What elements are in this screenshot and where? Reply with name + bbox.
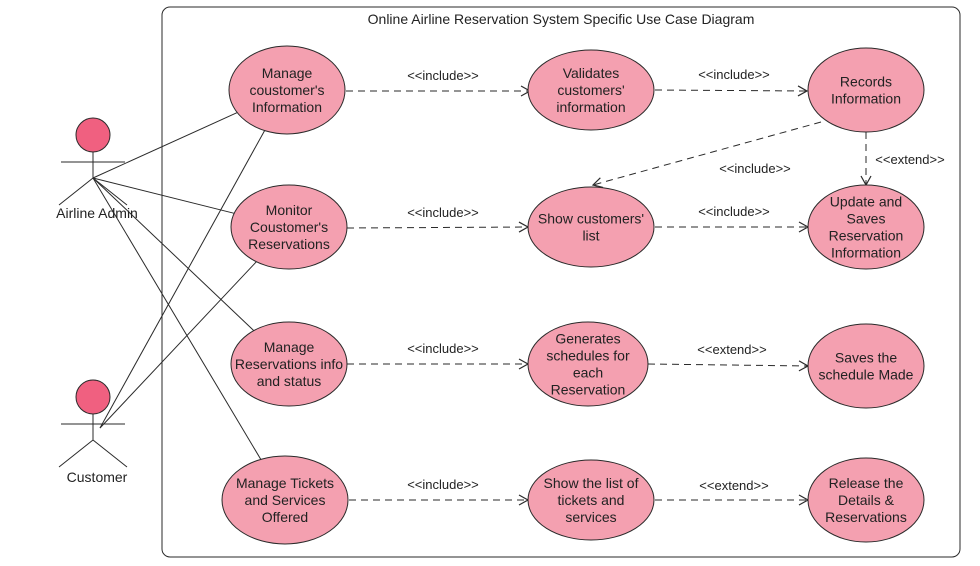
usecase-label-line: Validates — [563, 65, 620, 81]
usecase-label-line: coustomer's — [249, 82, 324, 98]
diagram-title: Online Airline Reservation System Specif… — [368, 11, 755, 27]
relation-arrow-uc_monitor-to-uc_show_list — [346, 221, 530, 233]
usecase-label-line: Saves the — [835, 350, 897, 366]
usecase-ellipse — [807, 323, 925, 409]
usecase-ellipse — [807, 184, 925, 270]
usecase-label-line: tickets and — [558, 492, 625, 508]
association-layer — [92, 112, 266, 460]
relation-arrow-uc_generates-to-uc_saves_sched — [647, 360, 810, 372]
usecase-ellipse — [527, 186, 655, 268]
usecase-label-line: Information — [831, 91, 901, 107]
usecase-ellipse — [228, 45, 346, 135]
usecase-label-line: Show customers' — [538, 211, 644, 227]
relation-label: <<include>> — [407, 205, 479, 220]
usecase-label-line: Offered — [262, 509, 308, 525]
relation-label: <<include>> — [407, 341, 479, 356]
actor-body-icon — [58, 152, 128, 206]
usecase-label-line: services — [565, 509, 616, 525]
usecase-label-line: Manage — [264, 339, 315, 355]
usecase-label-line: schedule Made — [819, 367, 914, 383]
actor-label: Customer — [67, 469, 128, 485]
usecase-label-line: and Services — [245, 492, 326, 508]
usecase-label-line: each — [573, 365, 603, 381]
usecase-label-line: Reservations — [248, 236, 330, 252]
relation-arrow-uc_validates-to-uc_records — [654, 85, 809, 97]
relation-label: <<include>> — [719, 161, 791, 176]
usecase-label-line: Reservations info — [235, 356, 343, 372]
association-line-admin-uc_manage_info — [92, 112, 238, 179]
usecase-label-line: Details & — [838, 492, 895, 508]
usecase-label-line: customers' — [557, 82, 624, 98]
relation-label: <<extend>> — [875, 152, 944, 167]
usecase-label-line: Reservation — [551, 382, 626, 398]
usecase-ellipse — [230, 321, 348, 407]
usecase-label-line: Manage — [262, 65, 313, 81]
usecase-label-line: Update and — [830, 194, 902, 210]
usecase-label-line: Reservation — [829, 228, 904, 244]
usecase-label-line: Information — [252, 99, 322, 115]
actor-label: Airline Admin — [56, 205, 138, 221]
usecase-label-line: Information — [831, 245, 901, 261]
relation-label: <<extend>> — [697, 342, 766, 357]
actor-body-icon — [58, 414, 128, 468]
usecase-label-line: list — [582, 228, 599, 244]
association-line-admin-uc_manage_res — [92, 177, 255, 331]
relation-label: <<include>> — [698, 204, 770, 219]
usecase-ellipse — [807, 457, 925, 543]
actor-admin: Airline Admin — [56, 117, 138, 221]
system-boundary — [161, 6, 961, 558]
usecase-label-line: Reservations — [825, 509, 907, 525]
usecase-ellipse — [221, 455, 349, 545]
usecase-label-line: schedules for — [546, 348, 630, 364]
relation-label: <<include>> — [407, 68, 479, 83]
usecase-label-line: Monitor — [266, 202, 313, 218]
usecase-show-list: Show customers'list — [527, 186, 655, 268]
usecase-layer: Managecoustomer'sInformationValidatescus… — [221, 45, 925, 545]
relation-label: <<include>> — [407, 477, 479, 492]
actor-head-icon — [75, 379, 111, 415]
relation-label: <<extend>> — [699, 478, 768, 493]
usecase-label-line: Generates — [555, 331, 620, 347]
usecase-ellipse — [807, 47, 925, 133]
usecase-ellipse — [527, 459, 655, 541]
actor-customer: Customer — [58, 379, 128, 485]
relation-arrow-uc_records-to-uc_show_list — [591, 121, 822, 189]
association-line-admin-uc_monitor — [92, 177, 235, 214]
usecase-ellipse — [230, 184, 348, 270]
usecase-label-line: Records — [840, 74, 892, 90]
association-line-customer-uc_monitor — [99, 261, 257, 429]
relation-layer: <<include>> <<include>> <<include>> <<exten… — [346, 67, 945, 506]
association-line-admin-uc_manage_tickets — [92, 177, 262, 460]
usecase-label-line: information — [556, 99, 625, 115]
actor-head-icon — [75, 117, 111, 153]
usecase-label-line: and status — [257, 373, 322, 389]
usecase-label-line: Saves — [847, 211, 886, 227]
usecase-label-line: Show the list of — [544, 475, 639, 491]
usecase-ellipse — [527, 49, 655, 131]
usecase-label-line: Release the — [829, 475, 904, 491]
usecase-ellipse — [527, 321, 649, 407]
relation-label: <<include>> — [698, 67, 770, 82]
association-line-customer-uc_manage_info — [99, 130, 266, 429]
usecase-label-line: Coustomer's — [250, 219, 328, 235]
usecase-label-line: Manage Tickets — [236, 475, 334, 491]
